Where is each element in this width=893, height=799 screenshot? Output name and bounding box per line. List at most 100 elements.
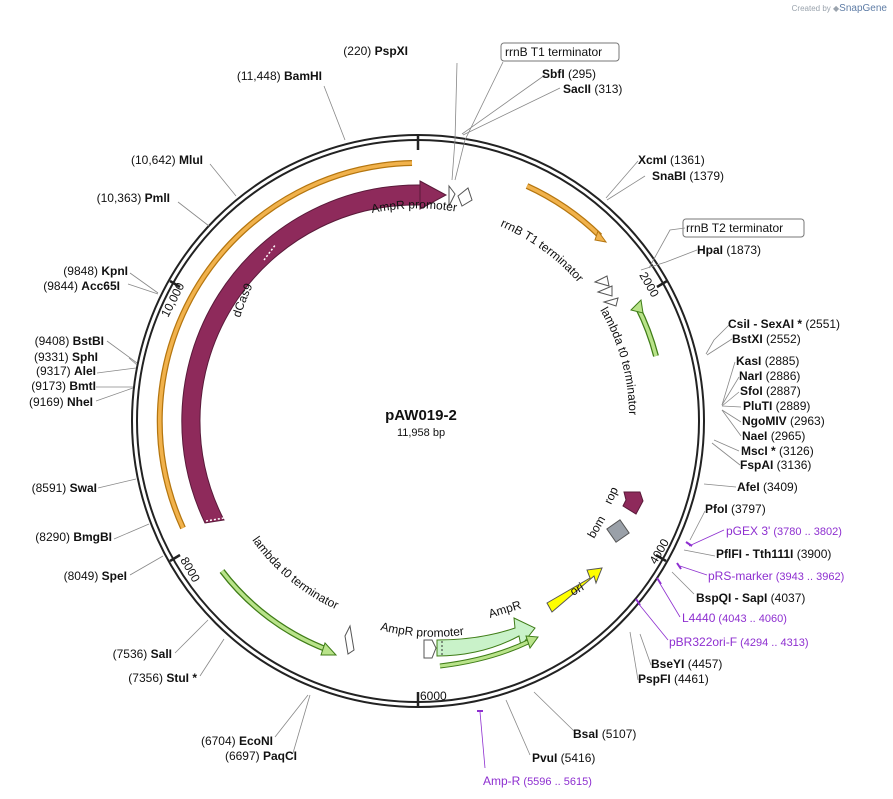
site-name: PspXI xyxy=(375,44,408,58)
site-label-14[interactable]: (8290) BmgBI xyxy=(35,530,112,544)
primer-label-4[interactable]: Amp-R (5596 .. 5615) xyxy=(483,774,592,788)
site-name: SacII xyxy=(563,82,591,96)
site-label-4[interactable]: (10,642) MluI xyxy=(131,153,203,167)
site-position: (9173) xyxy=(31,379,69,393)
site-label-8[interactable]: (9408) BstBI xyxy=(35,334,104,348)
site-name: NheI xyxy=(67,395,93,409)
site-label-25[interactable]: KasI (2885) xyxy=(736,354,799,368)
site-label-31[interactable]: MscI * (3126) xyxy=(741,444,814,458)
site-label-11[interactable]: (9173) BmtI xyxy=(31,379,96,393)
site-name: MluI xyxy=(179,153,203,167)
site-position: (5416) xyxy=(557,751,595,765)
snapgene-logo-icon: ◆ xyxy=(833,4,840,13)
site-label-17[interactable]: (7356) StuI * xyxy=(128,671,197,685)
site-label-3[interactable]: (11,448) BamHI xyxy=(237,69,322,83)
bom-label: bom xyxy=(584,513,608,540)
rrnb-t2-arrow[interactable] xyxy=(596,285,613,297)
site-label-6[interactable]: (9848) KpnI xyxy=(63,264,128,278)
site-label-29[interactable]: NgoMIV (2963) xyxy=(742,414,825,428)
ampr-label: AmpR xyxy=(487,598,523,621)
primer-label-1[interactable]: pRS-marker (3943 .. 3962) xyxy=(708,569,844,583)
small-feature-arrow-3[interactable] xyxy=(602,297,619,307)
site-label-39[interactable]: BsaI (5107) xyxy=(573,727,636,741)
site-label-26[interactable]: NarI (2886) xyxy=(739,369,800,383)
site-label-13[interactable]: (8591) SwaI xyxy=(32,481,97,495)
site-label-12[interactable]: (9169) NheI xyxy=(29,395,93,409)
site-name: HpaI xyxy=(697,243,723,257)
orange-feature-right[interactable] xyxy=(525,183,603,239)
site-label-2[interactable]: SacII (313) xyxy=(563,82,622,96)
rop-label: rop xyxy=(601,484,621,506)
credit-brand: SnapGene xyxy=(839,3,887,14)
site-label-15[interactable]: (8049) SpeI xyxy=(64,569,127,583)
site-position: (313) xyxy=(591,82,622,96)
site-label-28[interactable]: PluTI (2889) xyxy=(743,399,810,413)
site-label-27[interactable]: SfoI (2887) xyxy=(740,384,801,398)
site-label-36[interactable]: BspQI - SapI (4037) xyxy=(696,591,805,605)
site-label-30[interactable]: NaeI (2965) xyxy=(742,429,805,443)
site-position: (6704) xyxy=(201,734,239,748)
small-feature-arrow-4[interactable] xyxy=(344,624,355,655)
site-label-38[interactable]: PspFI (4461) xyxy=(638,672,709,686)
site-position: (9408) xyxy=(35,334,73,348)
site-label-33[interactable]: AfeI (3409) xyxy=(737,480,798,494)
primer-label-2[interactable]: L4440 (4043 .. 4060) xyxy=(682,611,787,625)
dcas9-feature[interactable] xyxy=(181,184,421,524)
site-label-5[interactable]: (10,363) PmlI xyxy=(97,191,170,205)
orange-feature-left-fill xyxy=(158,161,413,529)
dcas9-arrowhead xyxy=(419,180,448,210)
site-label-9[interactable]: (9331) SphI xyxy=(34,350,98,364)
site-label-40[interactable]: PvuI (5416) xyxy=(532,751,595,765)
bom-feature[interactable] xyxy=(606,519,630,543)
small-feature-arrow-2[interactable] xyxy=(457,187,473,207)
site-label-22[interactable]: HpaI (1873) xyxy=(697,243,761,257)
primer-label-3[interactable]: pBR322ori-F (4294 .. 4313) xyxy=(669,635,809,649)
site-name: CsiI - SexAI * xyxy=(728,317,802,331)
site-label-18[interactable]: (6704) EcoNI xyxy=(201,734,273,748)
site-label-1[interactable]: SbfI (295) xyxy=(542,67,596,81)
site-leader-lines xyxy=(95,61,742,756)
site-name: XcmI xyxy=(638,153,667,167)
primer-range: (4294 .. 4313) xyxy=(737,637,809,649)
site-label-34[interactable]: PfoI (3797) xyxy=(705,502,766,516)
site-name: StuI * xyxy=(166,671,197,685)
site-label-24[interactable]: BstXI (2552) xyxy=(732,332,801,346)
ori-feature[interactable] xyxy=(546,567,603,613)
lambda-t0-right-label: lambda t0 terminator xyxy=(597,304,640,415)
ampr-promoter-bottom-label: AmpR promoter xyxy=(379,619,464,640)
site-label-10[interactable]: (9317) AleI xyxy=(36,364,96,378)
site-position: (10,642) xyxy=(131,153,179,167)
site-position: (5107) xyxy=(598,727,636,741)
site-label-23[interactable]: CsiI - SexAI * (2551) xyxy=(728,317,840,331)
small-feature-arrow-1[interactable] xyxy=(448,184,456,207)
site-name: SphI xyxy=(72,350,98,364)
lambda-t0-bottom-feature[interactable] xyxy=(219,569,330,653)
site-position: (9848) xyxy=(63,264,101,278)
orange-arrowhead xyxy=(594,229,608,243)
rop-feature[interactable] xyxy=(622,491,644,515)
site-name: FspAI xyxy=(740,458,773,472)
site-name: BspQI - SapI xyxy=(696,591,767,605)
site-label-0[interactable]: (220) PspXI xyxy=(343,44,408,58)
site-name: SfoI xyxy=(740,384,763,398)
site-label-20[interactable]: XcmI (1361) xyxy=(638,153,705,167)
primer-label-0[interactable]: pGEX 3' (3780 .. 3802) xyxy=(726,524,842,538)
site-name: PflFI - Tth111I xyxy=(716,547,793,561)
site-position: (2552) xyxy=(763,332,801,346)
rrnb-t1-box[interactable] xyxy=(500,42,620,62)
site-label-16[interactable]: (7536) SalI xyxy=(113,647,172,661)
site-name: BamHI xyxy=(284,69,322,83)
site-label-35[interactable]: PflFI - Tth111I (3900) xyxy=(716,547,831,561)
site-label-37[interactable]: BseYI (4457) xyxy=(651,657,722,671)
site-label-21[interactable]: SnaBI (1379) xyxy=(652,169,724,183)
ampr-promoter-bottom-feature[interactable] xyxy=(423,639,437,659)
primer-name: pRS-marker xyxy=(708,569,773,583)
site-label-19[interactable]: (6697) PaqCI xyxy=(225,749,297,763)
site-name: NaeI xyxy=(742,429,767,443)
rrnb-t1-arrow[interactable] xyxy=(593,275,610,287)
site-label-7[interactable]: (9844) Acc65I xyxy=(43,279,120,293)
site-label-32[interactable]: FspAI (3136) xyxy=(740,458,811,472)
credit-prefix: Created by xyxy=(791,4,831,13)
rrnb-t1-box-label: rrnB T1 terminator xyxy=(505,45,602,59)
